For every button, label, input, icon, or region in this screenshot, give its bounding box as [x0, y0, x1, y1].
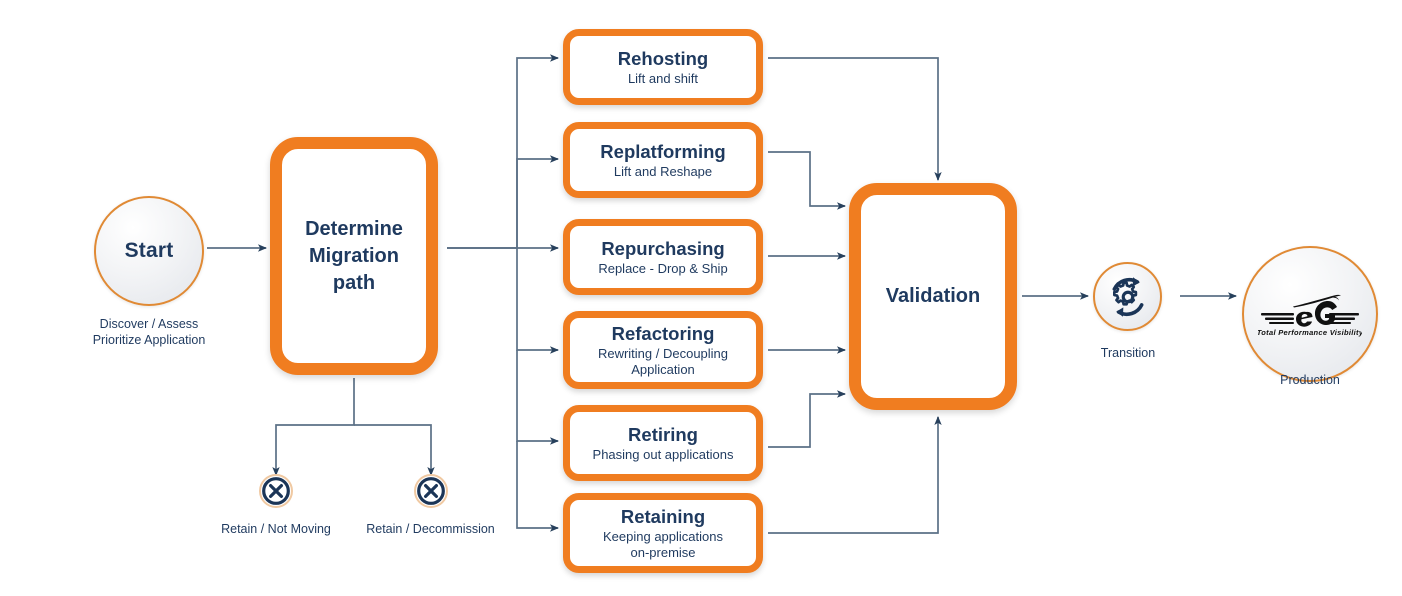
- x-circle-icon: [417, 477, 445, 505]
- validation-label: Validation: [885, 285, 981, 307]
- wire-rehosting-to-validation: [768, 57, 942, 181]
- strategy-box-repurchasing[interactable]: Repurchasing Replace - Drop & Ship: [563, 219, 763, 295]
- strategy-subtitle: Lift and shift: [627, 70, 699, 86]
- determine-migration-path-box[interactable]: Determine Migration path: [270, 137, 438, 375]
- wire-decision-to-refactoring: [516, 248, 559, 354]
- production-text: Production: [1280, 373, 1340, 387]
- strategy-subtitle-2: on-premise: [630, 544, 696, 560]
- x-circle-icon-decommission[interactable]: [414, 474, 448, 508]
- strategy-box-retaining[interactable]: Retaining Keeping applications on-premis…: [563, 493, 763, 573]
- strategy-box-replatforming[interactable]: Replatforming Lift and Reshape: [563, 122, 763, 198]
- wire-replatforming-to-validation: [768, 151, 846, 210]
- termination-label-decommission: Retain / Decommission: [353, 521, 508, 537]
- decommission-text: Retain / Decommission: [366, 522, 495, 536]
- strategy-subtitle: Keeping applications: [603, 528, 723, 544]
- x-circle-icon: [262, 477, 290, 505]
- strategy-title: Replatforming: [600, 140, 726, 162]
- transition-text: Transition: [1100, 346, 1156, 360]
- wire-retiring-to-validation: [768, 390, 846, 448]
- wire-decision-to-replatforming: [516, 155, 559, 248]
- strategy-title: Refactoring: [611, 322, 715, 344]
- start-caption-line1: Discover / Assess: [99, 317, 199, 331]
- wire-decision-to-decommission: [354, 424, 435, 476]
- strategy-subtitle: Lift and Reshape: [613, 163, 713, 179]
- x-circle-icon-not-moving[interactable]: [259, 474, 293, 508]
- strategy-title: Retaining: [620, 505, 706, 527]
- termination-label-not-moving: Retain / Not Moving: [201, 521, 351, 537]
- determine-migration-path-text: Determine Migration path: [305, 216, 403, 297]
- strategy-subtitle: Replace - Drop & Ship: [598, 260, 728, 276]
- transition-node[interactable]: [1093, 262, 1162, 331]
- strategy-subtitle: Phasing out applications: [592, 446, 734, 462]
- strategy-subtitle-2: Application: [631, 361, 695, 377]
- wire-decision-to-retaining: [516, 441, 559, 532]
- eg-logo-icon: Total Performance Visibility: [1258, 294, 1362, 337]
- start-caption-line2: Prioritize Application: [92, 333, 206, 347]
- validation-box[interactable]: Validation: [849, 183, 1017, 410]
- wire-retaining-to-validation: [768, 416, 942, 534]
- decision-line3: path: [332, 271, 376, 294]
- strategy-title: Rehosting: [617, 47, 709, 69]
- production-node[interactable]: Total Performance Visibility: [1242, 246, 1378, 382]
- eg-logo-tagline: Total Performance Visibility: [1258, 328, 1362, 337]
- gear-refresh-icon: [1112, 276, 1143, 317]
- strategy-box-refactoring[interactable]: Refactoring Rewriting / Decoupling Appli…: [563, 311, 763, 389]
- start-node[interactable]: Start: [94, 196, 204, 306]
- strategy-title: Retiring: [628, 423, 698, 445]
- not-moving-text: Retain / Not Moving: [221, 522, 331, 536]
- production-label: Production: [1250, 372, 1370, 388]
- decision-line2: Migration: [309, 244, 399, 267]
- wire-decision-to-not-moving: [272, 378, 355, 476]
- start-label: Start: [124, 239, 174, 262]
- strategy-subtitle: Rewriting / Decoupling: [597, 345, 729, 361]
- wire-decision-to-retiring: [516, 350, 559, 445]
- strategy-title: Repurchasing: [601, 237, 725, 259]
- decision-line1: Determine: [305, 217, 403, 240]
- strategy-box-retiring[interactable]: Retiring Phasing out applications: [563, 405, 763, 481]
- start-caption: Discover / Assess Prioritize Application: [74, 316, 224, 348]
- transition-label: Transition: [1068, 345, 1188, 361]
- wire-decision-to-rehosting: [447, 54, 559, 249]
- strategy-box-rehosting[interactable]: Rehosting Lift and shift: [563, 29, 763, 105]
